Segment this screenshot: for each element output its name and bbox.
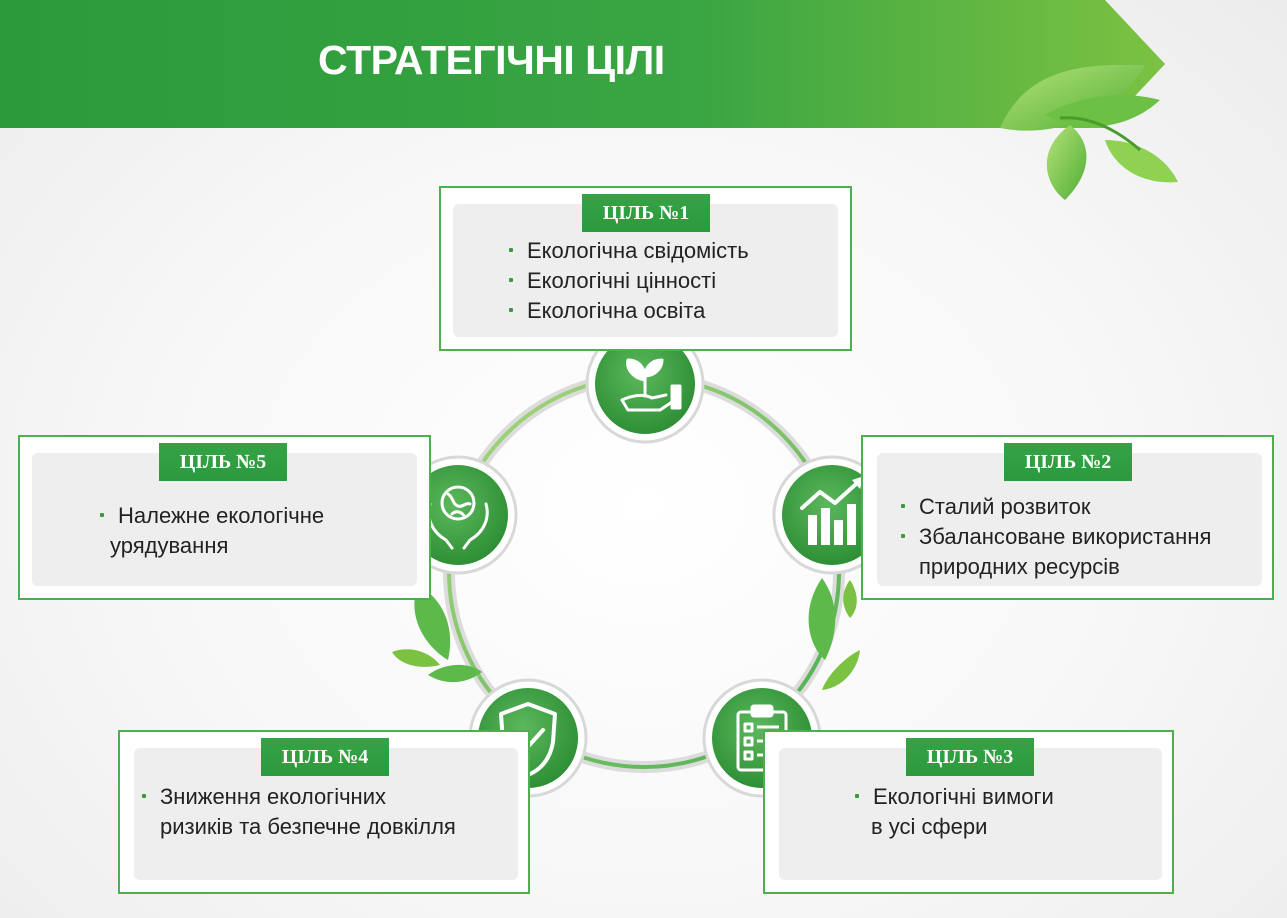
goal-card-3: ЦІЛЬ №3 Екологічні вимоги в усі сфери — [763, 730, 1174, 894]
list-item: Екологічна освіта — [509, 296, 749, 326]
list-item: Екологічна свідомість — [509, 236, 749, 266]
list-item: Сталий розвиток — [901, 492, 1211, 522]
goal-badge-2: ЦІЛЬ №2 — [1004, 443, 1132, 481]
list-item: Належне екологічне — [100, 501, 324, 531]
leaf-right-icon — [808, 578, 860, 690]
leaf-left-icon — [392, 585, 482, 683]
goal-5-list: Належне екологічне урядування — [100, 501, 324, 561]
list-item: в усі сфери — [871, 814, 988, 839]
list-item: урядування — [110, 533, 229, 558]
page-title: СТРАТЕГІЧНІ ЦІЛІ — [318, 37, 665, 83]
list-item: Збалансоване використання — [901, 522, 1211, 552]
goal-4-list: Зниження екологічних ризиків та безпечне… — [142, 782, 456, 842]
list-item: Зниження екологічних — [142, 782, 456, 812]
goal-3-list: Екологічні вимоги в усі сфери — [855, 782, 1054, 842]
goal-badge-5: ЦІЛЬ №5 — [159, 443, 287, 481]
list-item: природних ресурсів — [919, 554, 1120, 579]
globe-in-hands-icon — [427, 485, 489, 550]
list-item: ризиків та безпечне довкілля — [160, 814, 456, 839]
goal-card-2: ЦІЛЬ №2 Сталий розвиток Збалансоване вик… — [861, 435, 1274, 600]
list-item: Екологічні вимоги — [855, 782, 1054, 812]
leaves-decoration-icon — [1000, 64, 1178, 200]
plant-in-hand-icon — [620, 358, 682, 412]
goal-badge-1: ЦІЛЬ №1 — [582, 194, 710, 232]
goal-card-4: ЦІЛЬ №4 Зниження екологічних ризиків та … — [118, 730, 530, 894]
goal-card-1: ЦІЛЬ №1 Екологічна свідомість Екологічні… — [439, 186, 852, 351]
list-item: Екологічні цінності — [509, 266, 749, 296]
goal-card-5: ЦІЛЬ №5 Належне екологічне урядування — [18, 435, 431, 600]
icon-goal-1 — [585, 324, 705, 444]
goal-1-list: Екологічна свідомість Екологічні цінност… — [509, 236, 749, 326]
goal-badge-3: ЦІЛЬ №3 — [906, 738, 1034, 776]
goal-2-list: Сталий розвиток Збалансоване використанн… — [901, 492, 1211, 582]
goal-badge-4: ЦІЛЬ №4 — [261, 738, 389, 776]
